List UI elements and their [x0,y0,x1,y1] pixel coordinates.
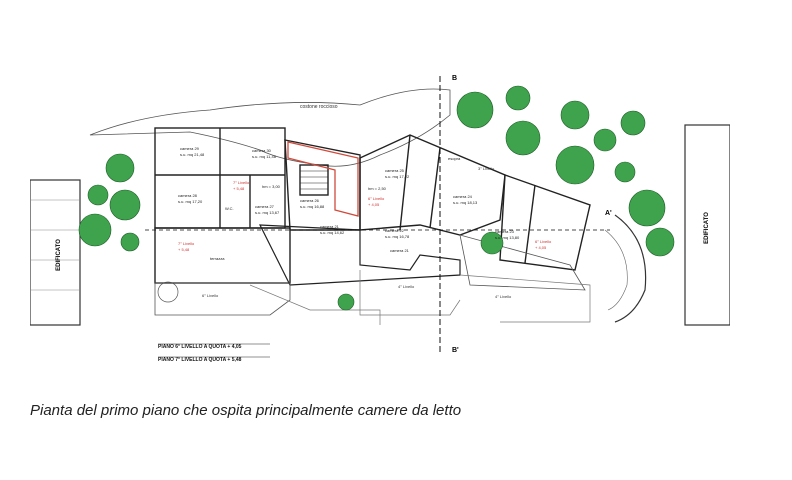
level-label: 6° Livello [368,196,385,201]
misc-label: terrazza [210,256,225,261]
room-label: camera 23 [495,229,515,234]
room-label: camera 22 [385,228,405,233]
room-labels: camera 29 s.u. mq 21,48 camera 30 s.u. m… [178,146,520,261]
left-building [30,179,81,326]
room-label: camera 26 [300,198,320,203]
room-area: s.u. mq 16,88 [300,204,325,209]
room-label: camera 27 [255,204,275,209]
misc-label: hm = 3,00 [262,184,281,189]
curved-terrace [614,214,647,323]
misc-label: W.C. [225,206,234,211]
room-area: s.u. mq 14,62 [320,230,345,235]
left-building-hatch [30,199,80,291]
room-label: camera 29 [180,146,200,151]
level-quota: + 4,05 [535,245,547,250]
rock-outline [89,88,451,167]
section-label-b: B [452,75,457,82]
level-label: 4° Livello [495,294,512,299]
left-wing [154,127,291,284]
section-label-a-prime: A' [605,210,612,217]
right-building-label: EDIFICATO [704,212,710,244]
level-label: 7° Livello [233,180,250,185]
right-terrace [459,234,586,291]
highlight-room [287,141,359,217]
room-area: s.u. mq 16,78 [385,234,410,239]
room-label: camera 25 [385,168,405,173]
legend-line: PIANO 6° LIVELLO A QUOTA + 4,05 [158,344,242,350]
trees [78,85,675,311]
room-area: s.u. mq 18,13 [453,200,478,205]
stair-wing [284,139,361,231]
room-area: s.u. mq 17,20 [178,199,203,204]
left-building-label: EDIFICATO [56,239,62,271]
room-area: s.u. mq 13,67 [255,210,280,215]
level-quota: + 5,48 [233,186,245,191]
room-label: camera 24 [453,194,473,199]
figure-caption: Pianta del primo piano che ospita princi… [30,402,462,419]
level-label: 3° Livello [478,166,495,171]
corridor [259,224,461,286]
level-label: 6° Livello [535,239,552,244]
level-quota: + 5,48 [178,247,190,252]
level-quota: + 4,05 [368,202,380,207]
misc-label: hm = 2,50 [368,186,387,191]
room-label: camera 21 [320,224,340,229]
room-area: s.u. mq 17,22 [385,174,410,179]
room-area: s.u. mq 21,48 [180,152,205,157]
level-label: 6° Livello [202,293,219,298]
curved-terrace-inner [604,229,628,311]
level-label: 4° Livello [398,284,415,289]
terrace [154,282,291,316]
spiral-stair [157,281,179,303]
floor-plan-drawing: EDIFICATO EDIFICATO costone roccioso [30,75,730,363]
section-label-b-prime: B' [452,347,459,354]
right-wing [359,134,591,271]
right-building [684,124,730,326]
rock-label: costone roccioso [300,104,338,110]
room-area: s.u. mq 13,80 [495,235,520,240]
room-area: s.u. mq 11,48 [252,154,277,159]
lower-level-outline [249,270,591,325]
legend-line: PIANO 7° LIVELLO A QUOTA + 5,48 [158,357,242,363]
misc-label: esopra [448,156,461,161]
room-label: camera 21 [390,248,410,253]
level-markers: 7° Livello + 5,48 7° Livello + 5,48 6° L… [178,166,552,299]
room-label: camera 30 [252,148,272,153]
room-label: camera 28 [178,193,198,198]
level-label: 7° Livello [178,241,195,246]
